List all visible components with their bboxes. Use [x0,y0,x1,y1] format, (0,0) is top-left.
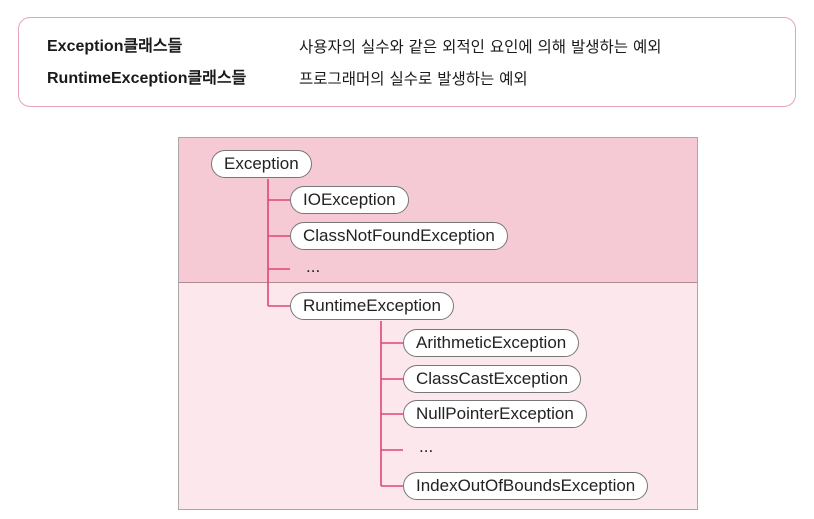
definition-description: 사용자의 실수와 같은 외적인 요인에 의해 발생하는 예외 [299,38,662,56]
definition-box: Exception클래스들 사용자의 실수와 같은 외적인 요인에 의해 발생하… [18,17,796,107]
runtime-ellipsis: ... [419,437,434,456]
node-runtimeexception: RuntimeException [290,292,454,320]
node-classcastexception: ClassCastException [403,365,582,393]
node-indexoutofboundsexception: IndexOutOfBoundsException [403,472,649,500]
node-arithmeticexception: ArithmeticException [403,329,580,357]
exception-hierarchy-diagram: Exception IOException ClassNotFoundExcep… [178,137,698,510]
hierarchy-connectors [267,179,403,487]
node-ioexception: IOException [290,186,409,214]
node-classnotfoundexception: ClassNotFoundException [290,222,508,250]
checked-ellipsis: ... [306,257,321,276]
definition-term: Exception클래스들 [47,38,183,55]
runtime-exception-zone [179,283,697,509]
definition-term: RuntimeException클래스들 [47,70,247,87]
definition-description: 프로그래머의 실수로 발생하는 예외 [299,70,528,88]
node-nullpointerexception: NullPointerException [403,400,587,428]
node-exception: Exception [211,150,312,178]
